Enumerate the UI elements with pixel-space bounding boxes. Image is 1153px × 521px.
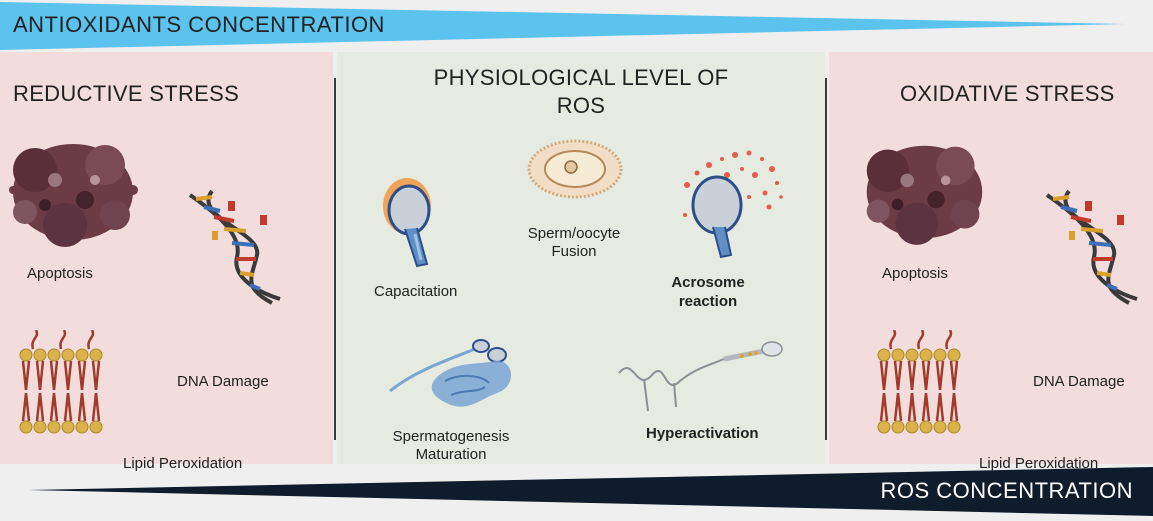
- apoptosis-cell-icon: [5, 130, 140, 250]
- antioxidants-gradient-bar: [0, 0, 1153, 52]
- dna-damage-label: DNA Damage: [1033, 373, 1125, 390]
- physiological-ros-title: PHYSIOLOGICAL LEVEL OF ROS: [433, 65, 729, 118]
- spermatogenesis-maturation-label: Spermatogenesis Maturation: [392, 428, 510, 463]
- lipid-bilayer-icon: [876, 330, 966, 436]
- lipid-peroxidation-label: Lipid Peroxidation: [979, 455, 1099, 472]
- reductive-stress-panel: REDUCTIVE STRESS Apoptosis: [0, 52, 333, 472]
- oxidative-stress-title: OXIDATIVE STRESS: [900, 81, 1115, 106]
- dna-damage-label: DNA Damage: [177, 373, 269, 390]
- acrosome-reaction-label: Acrosome reaction: [671, 274, 745, 310]
- apoptosis-cell-icon: [859, 130, 989, 250]
- sperm-oocyte-fusion-label: Sperm/oocyte Fusion: [527, 225, 621, 260]
- oxidative-stress-panel: OXIDATIVE STRESS Apoptosis: [829, 52, 1153, 472]
- hyperactivation-sperm-icon: [614, 335, 784, 415]
- capacitation-sperm-icon: [377, 174, 455, 274]
- ros-gradient-bar: [0, 466, 1153, 521]
- lipid-bilayer-icon: [18, 330, 108, 436]
- left-divider: [334, 78, 336, 440]
- oocyte-icon: [525, 137, 625, 201]
- ros-concentration-label: ROS CONCENTRATION: [880, 478, 1133, 503]
- reductive-stress-title: REDUCTIVE STRESS: [13, 81, 240, 106]
- apoptosis-label: Apoptosis: [882, 265, 948, 282]
- antioxidants-label: ANTIOXIDANTS CONCENTRATION: [13, 12, 385, 37]
- dna-helix-icon: [1039, 187, 1144, 305]
- lipid-peroxidation-label: Lipid Peroxidation: [123, 455, 243, 472]
- dna-helix-icon: [182, 187, 287, 305]
- spermatogenesis-icon: [385, 331, 525, 417]
- physiological-ros-panel: PHYSIOLOGICAL LEVEL OF ROS Capacitation …: [337, 52, 825, 464]
- apoptosis-label: Apoptosis: [27, 265, 93, 282]
- right-divider: [825, 78, 827, 440]
- capacitation-label: Capacitation: [374, 283, 458, 300]
- hyperactivation-label: Hyperactivation: [646, 425, 759, 442]
- acrosome-reaction-sperm-icon: [677, 145, 787, 260]
